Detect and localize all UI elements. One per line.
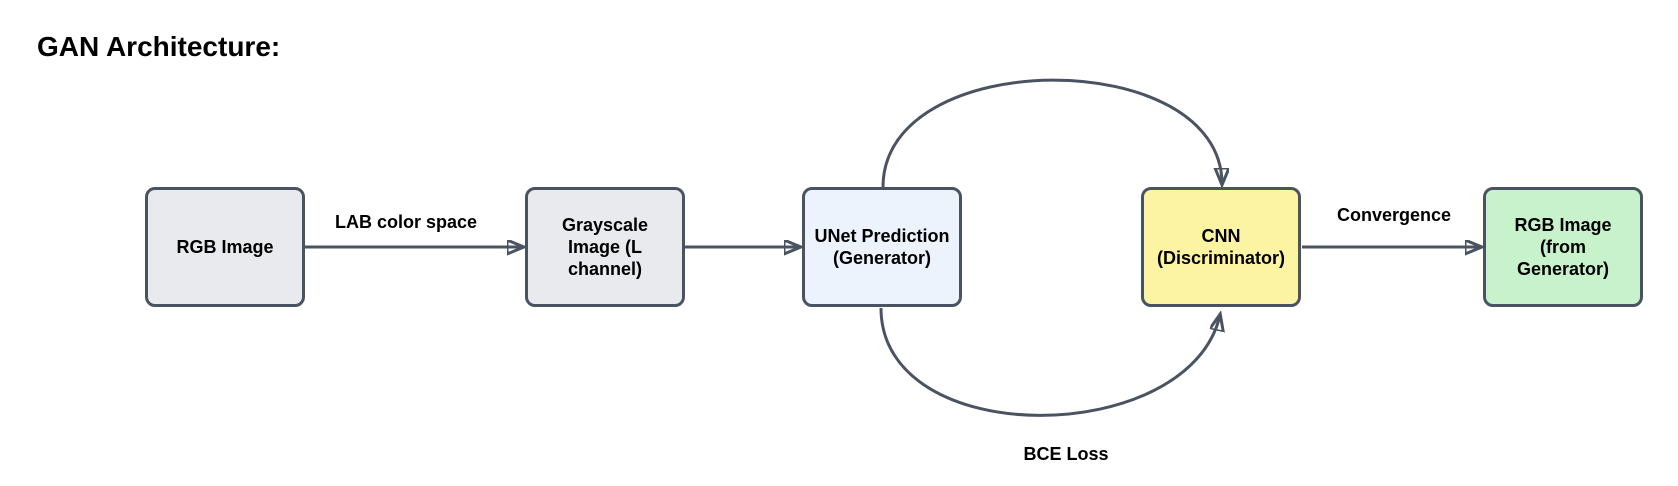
edge-unet-to-cnn-bottom-curve-arrow <box>879 307 1220 417</box>
node-grayscale-image: Grayscale Image (L channel) <box>525 187 685 307</box>
node-rgb-image-input-label: RGB Image <box>176 237 274 257</box>
node-grayscale-image-label: Grayscale Image (L channel) <box>561 215 649 279</box>
edge-unet-to-cnn-top-curve-arrow <box>881 78 1222 187</box>
diagram-title: GAN Architecture: <box>37 31 281 62</box>
node-cnn-discriminator-label: CNN (Discriminator) <box>1156 226 1286 268</box>
node-rgb-image-input: RGB Image <box>145 187 305 307</box>
node-rgb-image-output-label: RGB Image (from Generator) <box>1514 215 1612 279</box>
node-rgb-image-output: RGB Image (from Generator) <box>1483 187 1643 307</box>
node-unet-generator: UNet Prediction (Generator) <box>802 187 962 307</box>
node-unet-generator-label: UNet Prediction (Generator) <box>814 226 950 268</box>
edge-label-lab-color-space: LAB color space <box>334 212 478 232</box>
edge-label-convergence: Convergence <box>1336 205 1452 225</box>
edge-label-bce-loss: BCE Loss <box>1023 444 1109 464</box>
node-cnn-discriminator: CNN (Discriminator) <box>1141 187 1301 307</box>
